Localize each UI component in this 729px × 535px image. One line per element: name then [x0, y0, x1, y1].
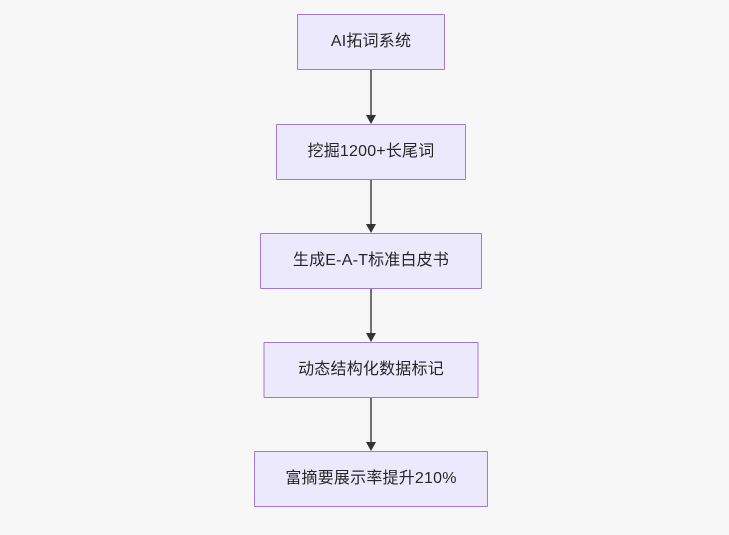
flow-connector	[365, 289, 377, 342]
flow-node-2[interactable]: 挖掘1200+长尾词	[276, 124, 466, 180]
flow-node-1[interactable]: AI拓词系统	[297, 14, 445, 70]
connector-line	[370, 289, 372, 334]
flow-node-4[interactable]: 动态结构化数据标记	[263, 342, 479, 398]
flow-connector	[365, 180, 377, 233]
connector-line	[370, 70, 372, 116]
arrow-down-icon	[366, 333, 376, 342]
flow-node-label: 生成E-A-T标准白皮书	[292, 252, 450, 270]
flow-node-label: 富摘要展示率提升210%	[285, 470, 457, 488]
connector-line	[370, 398, 372, 443]
flow-node-label: 动态结构化数据标记	[298, 361, 444, 379]
arrow-down-icon	[366, 115, 376, 124]
arrow-down-icon	[366, 442, 376, 451]
connector-line	[370, 180, 372, 225]
flow-node-label: AI拓词系统	[330, 33, 412, 51]
flow-connector	[365, 70, 377, 124]
flow-node-5[interactable]: 富摘要展示率提升210%	[254, 451, 488, 507]
arrow-down-icon	[366, 224, 376, 233]
flow-node-label: 挖掘1200+长尾词	[307, 143, 435, 161]
flow-connector	[365, 398, 377, 451]
flow-node-3[interactable]: 生成E-A-T标准白皮书	[260, 233, 482, 289]
